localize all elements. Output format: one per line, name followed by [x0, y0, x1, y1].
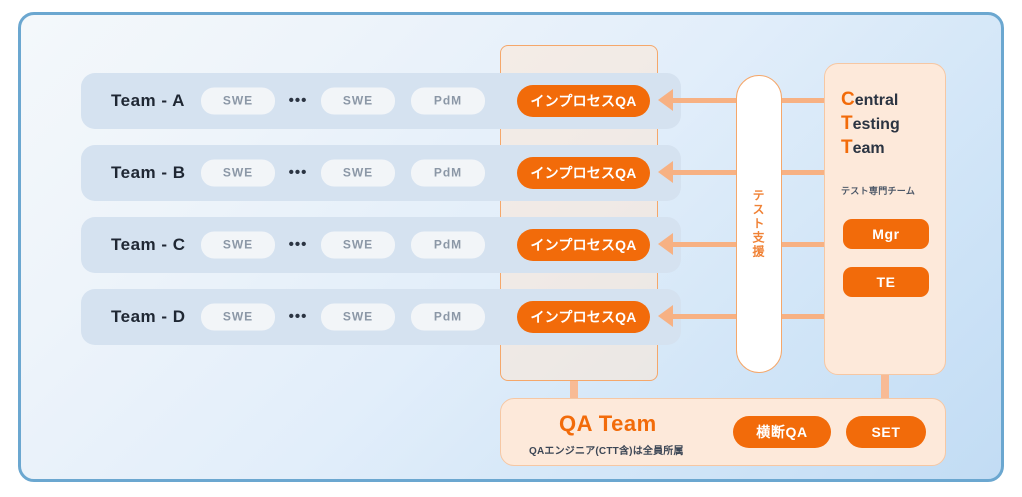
role-pill-pdm: PdM: [411, 303, 485, 331]
qa-team-subtitle: QAエンジニア(CTT含)は全員所属: [529, 446, 684, 457]
role-pill-swe: SWE: [201, 159, 275, 187]
ellipsis-icon: •••: [288, 164, 308, 181]
ellipsis-icon: •••: [288, 236, 308, 253]
team-name-label: Team - B: [111, 163, 186, 182]
role-pill-swe: SWE: [321, 159, 395, 187]
central-testing-team-panel[interactable]: Central Testing Team テスト専門チーム Mgr TE: [824, 63, 946, 375]
arrow-line-team-b: [672, 170, 740, 175]
ctt-feed-line-a: [778, 98, 828, 103]
role-pill-pdm: PdM: [411, 87, 485, 115]
ctt-role-pill-te: TE: [843, 267, 929, 297]
ctt-role-pill-mgr: Mgr: [843, 219, 929, 249]
team-row[interactable]: Team - C SWE ••• SWE PdM インプロセスQA: [81, 217, 681, 273]
qa-team-panel[interactable]: QA Team QAエンジニア(CTT含)は全員所属 横断QA SET: [500, 398, 946, 466]
ctt-feed-line-c: [778, 242, 828, 247]
inprocess-qa-pill: インプロセスQA: [517, 229, 650, 261]
connector-column-to-qa-team: [570, 381, 578, 399]
team-name-label: Team - D: [111, 307, 186, 326]
role-pill-swe: SWE: [201, 303, 275, 331]
qa-pill-set: SET: [846, 416, 926, 448]
arrow-head-team-a: [658, 89, 673, 111]
ellipsis-icon: •••: [288, 92, 308, 109]
ctt-word-testing: esting: [852, 116, 900, 133]
inprocess-qa-pill: インプロセスQA: [517, 85, 650, 117]
inprocess-qa-pill: インプロセスQA: [517, 157, 650, 189]
role-pill-swe: SWE: [201, 87, 275, 115]
qa-team-title: QA Team: [559, 411, 657, 436]
diagram-frame: Team - A SWE ••• SWE PdM インプロセスQA Team -…: [18, 12, 1004, 482]
test-support-capsule: テスト支援: [736, 75, 782, 373]
ctt-feed-line-d: [778, 314, 828, 319]
role-pill-swe: SWE: [321, 231, 395, 259]
qa-pill-cross-functional: 横断QA: [733, 416, 831, 448]
arrow-line-team-d: [672, 314, 740, 319]
role-pill-swe: SWE: [321, 87, 395, 115]
test-support-label: テスト支援: [751, 189, 765, 259]
ellipsis-icon: •••: [288, 308, 308, 325]
ctt-initial-t1: T: [841, 113, 853, 134]
ctt-initial-c: C: [841, 89, 855, 110]
team-name-label: Team - A: [111, 91, 185, 110]
team-name-label: Team - C: [111, 235, 186, 254]
team-row[interactable]: Team - D SWE ••• SWE PdM インプロセスQA: [81, 289, 681, 345]
ctt-initial-t2: T: [841, 137, 853, 158]
arrow-line-team-c: [672, 242, 740, 247]
ctt-feed-line-b: [778, 170, 828, 175]
role-pill-pdm: PdM: [411, 231, 485, 259]
arrow-head-team-b: [658, 161, 673, 183]
arrow-line-team-a: [672, 98, 740, 103]
ctt-word-team: eam: [852, 140, 885, 157]
team-row[interactable]: Team - A SWE ••• SWE PdM インプロセスQA: [81, 73, 681, 129]
ctt-word-central: entral: [854, 92, 899, 109]
arrow-head-team-d: [658, 305, 673, 327]
ctt-subtitle: テスト専門チーム: [841, 186, 916, 196]
arrow-head-team-c: [658, 233, 673, 255]
role-pill-swe: SWE: [321, 303, 395, 331]
role-pill-swe: SWE: [201, 231, 275, 259]
ctt-title: Central Testing Team: [841, 88, 900, 160]
inprocess-qa-pill: インプロセスQA: [517, 301, 650, 333]
role-pill-pdm: PdM: [411, 159, 485, 187]
connector-ctt-to-qa-team: [881, 375, 889, 399]
team-row[interactable]: Team - B SWE ••• SWE PdM インプロセスQA: [81, 145, 681, 201]
